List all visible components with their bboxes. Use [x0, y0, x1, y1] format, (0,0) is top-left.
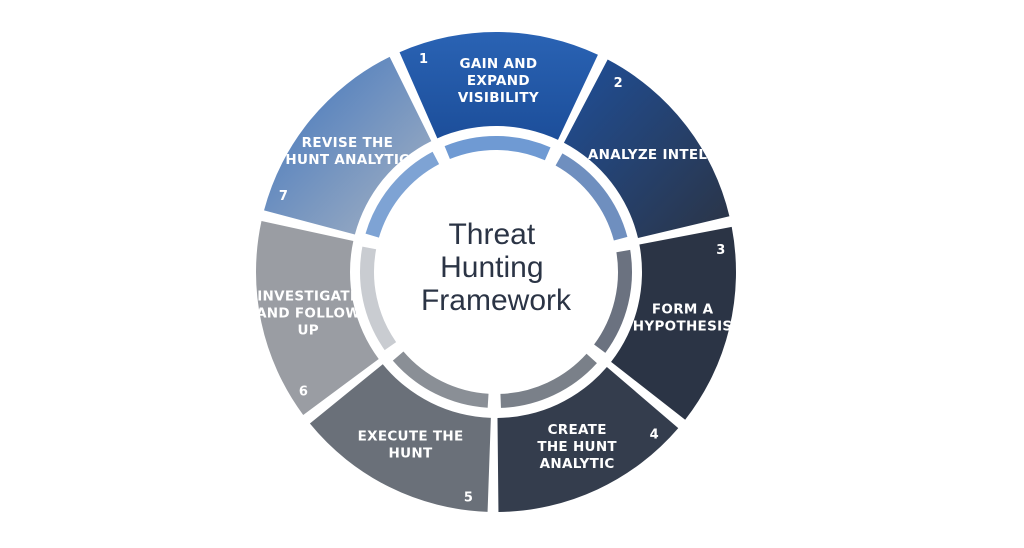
step-label-line: FORM A	[652, 302, 714, 318]
step-segment-7	[264, 56, 432, 235]
step-segment-6	[255, 220, 379, 415]
inner-ring	[360, 136, 633, 408]
step-segment-3	[611, 226, 736, 420]
inner-ring-segment	[594, 249, 633, 353]
step-label-2: ANALYZE INTEL	[588, 147, 708, 163]
step-segment-5	[309, 364, 491, 512]
step-number-6: 6	[299, 384, 308, 399]
step-label-line: HYPOTHESIS	[633, 319, 733, 335]
step-segment-4	[497, 366, 679, 512]
center-circle	[378, 154, 614, 390]
inner-ring-segment	[500, 353, 597, 408]
step-number-2: 2	[614, 76, 623, 91]
center-title-line: Threat	[448, 218, 535, 251]
step-label-line: INVESTIGATE	[257, 288, 359, 304]
step-label-line: THE HUNT	[537, 439, 617, 455]
step-segment-2	[563, 59, 730, 239]
step-label-line: EXPAND	[467, 73, 530, 89]
step-label-line: VISIBILITY	[458, 90, 539, 106]
inner-ring-segment	[444, 136, 551, 161]
center-title-line: Hunting	[440, 251, 543, 284]
step-label-line: GAIN AND	[459, 56, 537, 72]
center-title-line: Framework	[421, 284, 572, 317]
step-segment-1	[399, 32, 598, 140]
inner-ring-segment	[392, 351, 489, 408]
step-number-1: 1	[419, 52, 428, 67]
inner-ring-segment	[555, 153, 628, 241]
step-label-line: REVISE THE	[302, 135, 393, 151]
step-label-line: HUNT ANALYTIC	[285, 152, 409, 168]
step-label-line: AND FOLLOW	[256, 305, 360, 321]
step-label-line: CREATE	[548, 422, 607, 438]
step-number-3: 3	[716, 243, 725, 258]
step-number-5: 5	[464, 490, 473, 505]
step-number-7: 7	[279, 189, 288, 204]
center-title: Threat Hunting Framework	[421, 218, 572, 317]
step-label-line: UP	[298, 322, 319, 338]
step-label-line: ANALYTIC	[540, 456, 615, 472]
segments-group	[255, 32, 736, 512]
inner-ring-segment	[360, 246, 397, 351]
step-number-4: 4	[650, 427, 659, 442]
step-label-line: ANALYZE INTEL	[588, 147, 708, 163]
step-label-line: HUNT	[389, 445, 433, 461]
step-label-line: EXECUTE THE	[358, 428, 464, 444]
inner-ring-segment	[365, 151, 440, 238]
